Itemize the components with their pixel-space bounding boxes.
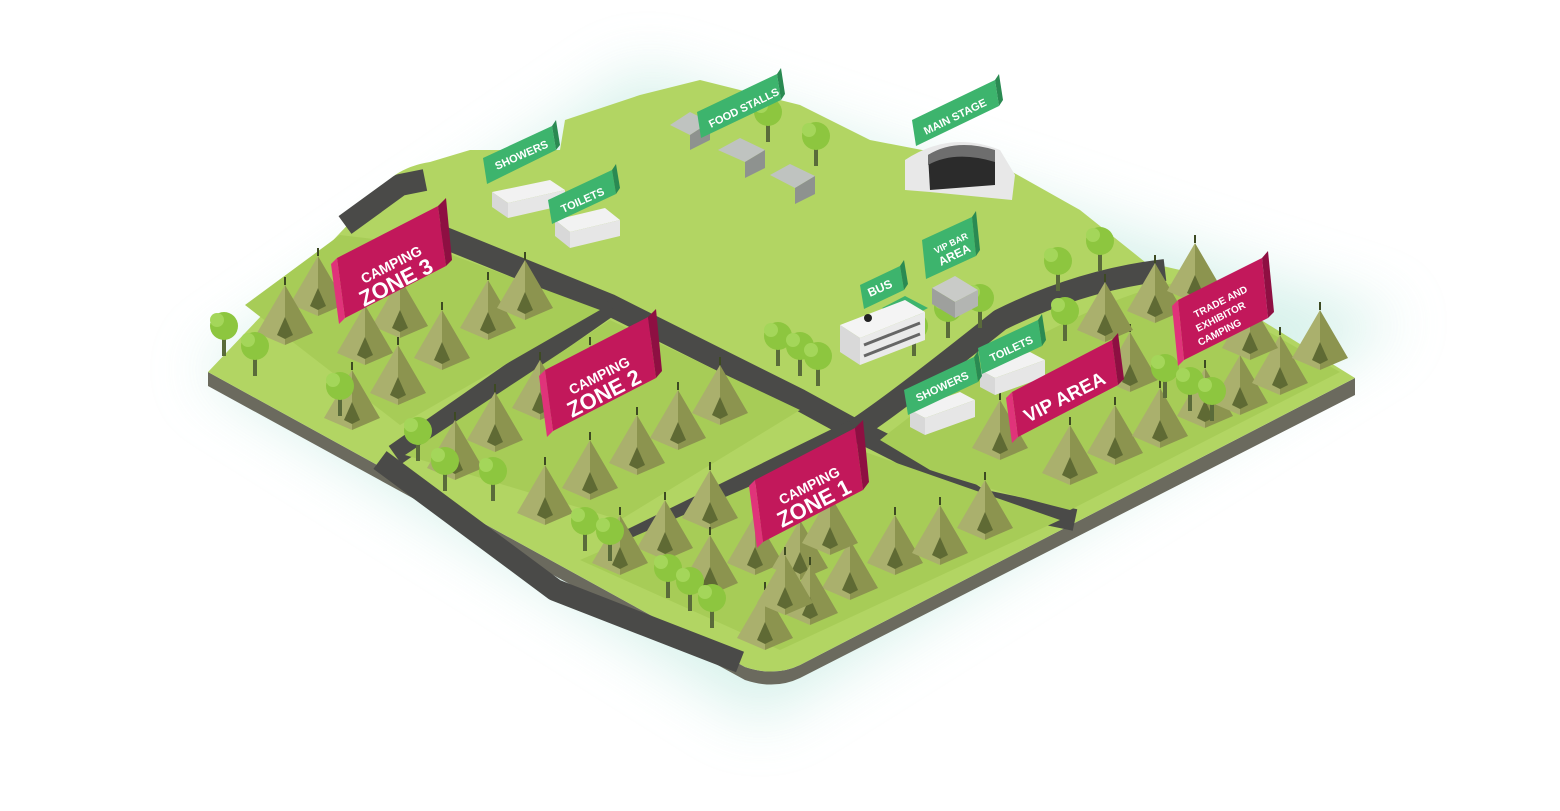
showers-block-north bbox=[492, 180, 565, 218]
food-stall-tents bbox=[670, 112, 815, 204]
main-stage-structure bbox=[905, 142, 1015, 200]
sign-trade-exhibitor-camping[interactable]: TRADE AND EXHIBITOR CAMPING bbox=[1172, 251, 1274, 366]
vip-bar-building bbox=[932, 276, 978, 318]
sign-bus[interactable]: BUS bbox=[860, 260, 908, 309]
sign-vip-bar-area[interactable]: VIP BAR AREA bbox=[922, 211, 980, 279]
sign-main-stage[interactable]: MAIN STAGE bbox=[912, 74, 1003, 146]
toilets-block-vip bbox=[980, 352, 1045, 395]
showers-block-vip bbox=[910, 392, 975, 435]
toilets-block-north bbox=[555, 208, 620, 248]
double-decker-bus bbox=[840, 300, 925, 365]
